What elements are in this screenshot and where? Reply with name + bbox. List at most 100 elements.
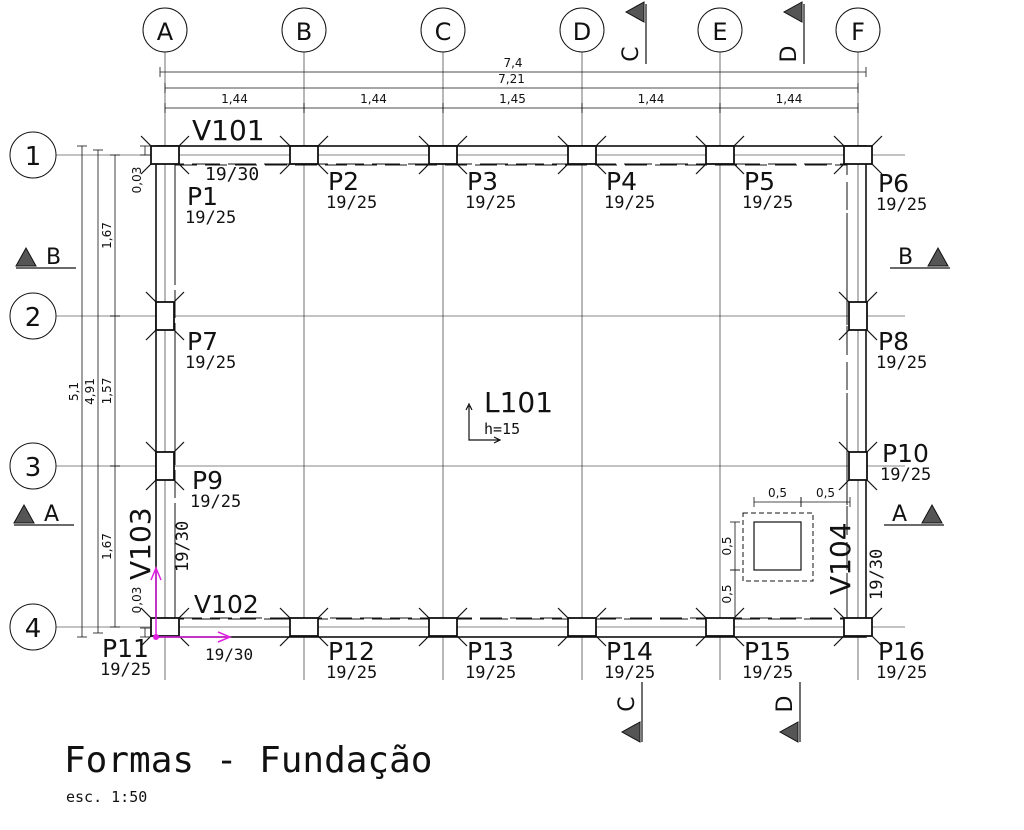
slab-direction-arrow-icon	[465, 402, 502, 444]
pillar-label: P9	[192, 466, 223, 495]
pillar-corner-tick	[695, 635, 707, 647]
pillar-P3	[418, 135, 468, 175]
pillar-corner-tick	[595, 163, 607, 175]
grid-label-C: C	[435, 18, 452, 46]
section-a-left-label: A	[44, 502, 59, 527]
opening-dim-bottom: 0,5	[720, 584, 734, 603]
pillar-size: 19/25	[465, 193, 516, 213]
pillar-corner-tick	[317, 163, 329, 175]
pillar-corner-tick	[456, 163, 468, 175]
pillar-P4	[557, 135, 607, 175]
pillar-label: P3	[467, 167, 498, 196]
grid-label-A: A	[157, 18, 174, 46]
pillar-corner-tick	[456, 607, 468, 619]
pillar-size: 19/25	[742, 663, 793, 683]
grid-bubble-E	[697, 7, 743, 53]
pillar-size: 19/25	[326, 663, 377, 683]
pillar-P16	[833, 607, 883, 647]
pillar-P9	[145, 441, 185, 491]
pillar-corner-tick	[557, 163, 569, 175]
beam-size-v103: 19/30	[173, 521, 193, 572]
pillar-section	[848, 301, 868, 331]
pillar-label: P13	[467, 637, 514, 666]
section-a-left-triangle-icon	[13, 503, 35, 524]
pillar-corner-tick	[871, 635, 883, 647]
pillar-corner-tick	[557, 607, 569, 619]
pillar-P13	[418, 607, 468, 647]
pillar-corner-tick	[866, 441, 878, 453]
pillar-section	[843, 617, 873, 637]
pillar-P12	[279, 607, 329, 647]
pillar-section	[150, 617, 180, 637]
pillar-corner-tick	[145, 329, 157, 341]
pillar-P14	[557, 607, 607, 647]
pillar-size: 19/25	[465, 663, 516, 683]
opening-outline	[753, 521, 802, 571]
pillar-label: P10	[882, 439, 929, 468]
ucs-axis-icon	[150, 566, 232, 643]
pillar-corner-tick	[838, 479, 850, 491]
pillar-corner-tick	[557, 135, 569, 147]
section-a-right-triangle-icon	[921, 503, 943, 524]
opening-dim-height: 0,5	[720, 536, 734, 555]
pillar-size: 19/25	[190, 492, 241, 512]
pillar-section	[150, 145, 180, 165]
pillar-size: 19/25	[876, 353, 927, 373]
pillar-section	[428, 145, 458, 165]
grid-label-4: 4	[25, 614, 42, 644]
pillar-corner-tick	[595, 635, 607, 647]
grid-label-2: 2	[25, 303, 42, 333]
beam-inner-hidden-outline	[174, 164, 848, 619]
pillar-section	[428, 617, 458, 637]
dim-span-1: 1,44	[221, 92, 248, 106]
beam-label-v101: V101	[192, 114, 265, 147]
ucs-origin-icon	[153, 634, 159, 640]
pillar-corner-tick	[173, 441, 185, 453]
pillar-corner-tick	[145, 441, 157, 453]
opening-hidden-outline	[742, 512, 814, 582]
pillar-P1	[140, 135, 190, 175]
pillar-corner-tick	[838, 441, 850, 453]
pillar-corner-tick	[317, 135, 329, 147]
pillar-label: P15	[744, 637, 791, 666]
pillar-corner-tick	[178, 135, 190, 147]
grid-bubble-F	[835, 7, 881, 53]
pillar-corner-tick	[279, 135, 291, 147]
section-b-right-triangle-icon	[927, 246, 949, 267]
pillar-corner-tick	[833, 607, 845, 619]
pillar-corner-tick	[145, 291, 157, 303]
section-c-top-label: C	[619, 46, 644, 61]
pillar-corner-tick	[595, 135, 607, 147]
dim-total-outer: 7,4	[503, 56, 522, 70]
beam-label-v103: V103	[124, 507, 157, 580]
slab-thickness: h=15	[484, 420, 520, 438]
pillar-corner-tick	[140, 607, 152, 619]
pillar-corner-tick	[418, 607, 430, 619]
pillar-label: P16	[878, 637, 925, 666]
pillar-corner-tick	[595, 607, 607, 619]
beam-label-v104: V104	[824, 522, 857, 595]
pillar-section	[155, 451, 175, 481]
section-d-bottom-label: D	[773, 696, 798, 713]
pillar-corner-tick	[733, 607, 745, 619]
pillar-corner-tick	[695, 135, 707, 147]
grid-bubble-2	[9, 292, 57, 340]
grid-bubble-D	[559, 7, 605, 53]
pillar-size: 19/25	[185, 208, 236, 228]
pillar-size: 19/25	[876, 663, 927, 683]
section-c-bottom-label: C	[615, 696, 640, 711]
pillar-corner-tick	[733, 163, 745, 175]
pillar-size: 19/25	[742, 193, 793, 213]
opening-dim-width: 0,5	[768, 486, 787, 500]
pillar-label: P4	[606, 167, 637, 196]
dim-left-span-1: 1,67	[100, 222, 114, 249]
beam-size-v102: 19/30	[205, 645, 253, 664]
pillar-corner-tick	[178, 607, 190, 619]
grid-label-F: F	[851, 18, 865, 46]
pillar-corner-tick	[140, 163, 152, 175]
pillar-corner-tick	[279, 163, 291, 175]
dim-offset-top: 0,03	[130, 167, 144, 194]
pillar-section	[289, 145, 319, 165]
pillar-corner-tick	[173, 479, 185, 491]
